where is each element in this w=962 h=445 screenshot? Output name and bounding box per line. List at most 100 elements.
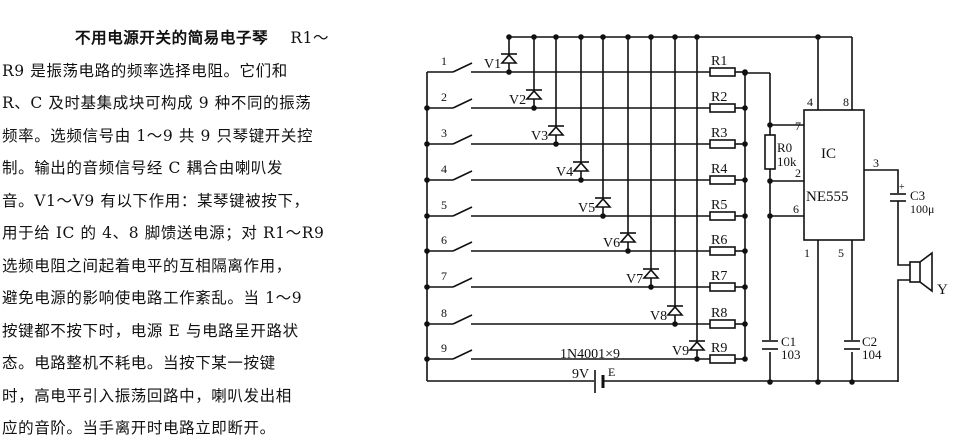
pin-5-label: 5 (838, 246, 844, 260)
r0-label: R0 (777, 140, 792, 155)
resistor-label: R8 (711, 306, 727, 321)
resistor-label: R5 (711, 198, 727, 213)
resistor (709, 103, 736, 113)
diode-note: 1N4001×9 (560, 347, 620, 362)
key-switch[interactable] (452, 62, 473, 73)
pin-7-label: 7 (795, 119, 801, 133)
speaker-label: Y (937, 282, 948, 298)
article-line: R、C 及时基集成块可构成 9 种不同的振荡 (2, 94, 312, 112)
c1-value: 103 (781, 347, 801, 362)
c2-label: C2 (862, 334, 877, 349)
r0-resistor (764, 134, 776, 170)
key-number: 3 (441, 126, 447, 140)
article-line: 按键都不按下时，电源 E 与电路呈开路状 (2, 321, 299, 340)
diode-icon (594, 197, 612, 208)
resistor-label: R2 (711, 90, 727, 105)
diode-icon (572, 161, 590, 172)
resistor (709, 211, 736, 221)
resistor (709, 67, 736, 77)
ic-part: NE555 (806, 189, 849, 205)
diode-icon (547, 125, 565, 136)
key-switch[interactable] (452, 277, 473, 288)
diode-label: V5 (578, 201, 595, 216)
article-line: 选频电阻之间起着电平的互相隔离作用， (2, 256, 292, 275)
ic-label: IC (821, 146, 836, 162)
c1-label: C1 (781, 334, 796, 349)
ne555-ic: IC NE555 4 8 7 2 6 3 1 5 C2 104 (793, 34, 882, 382)
diode-icon (688, 340, 706, 351)
battery-label: E (608, 365, 615, 379)
c3-value: 100μ (910, 202, 934, 216)
key-row: 5 V5 R5 (424, 34, 748, 221)
article-line: 用于给 IC 的 4、8 脚馈送电源；对 R1～R9 (2, 224, 325, 242)
diode-label: V7 (626, 272, 643, 287)
resistor-label: R4 (711, 162, 727, 177)
pin-4-label: 4 (807, 95, 813, 109)
pin-3-label: 3 (873, 156, 879, 170)
key-row: 4 V4 R4 (424, 34, 748, 185)
c3-polarity: + (899, 182, 905, 193)
key-number: 9 (441, 341, 447, 355)
article-line: 态。电路整机不耗电。当按下某一按键 (2, 354, 276, 372)
resistor (709, 282, 736, 292)
r0-network: R0 10k C1 103 (745, 72, 804, 382)
key-switch[interactable] (452, 206, 473, 217)
pin-8-label: 8 (843, 95, 849, 109)
speaker-icon (909, 251, 933, 293)
pin-1-label: 1 (804, 246, 810, 260)
key-number: 6 (441, 233, 447, 247)
key-number: 7 (441, 269, 447, 283)
resistor (709, 175, 736, 185)
diode-label: V2 (509, 93, 526, 108)
article-line: R9 是振荡电路的频率选择电阻。它们和 (2, 61, 288, 80)
article-text-span: R1～ (290, 29, 330, 47)
key-switch[interactable] (452, 349, 473, 360)
key-switch[interactable] (452, 314, 473, 325)
article-line: 避免电源的影响使电路工作紊乱。当 1～9 (2, 289, 303, 307)
resistor-label: R6 (711, 233, 727, 248)
resistor (709, 319, 736, 329)
article-line: 音。V1～V9 有以下作用：某琴键被按下， (2, 191, 310, 210)
diode-icon (500, 53, 518, 64)
key-number: 4 (441, 162, 447, 176)
resistor-label: R3 (711, 126, 727, 141)
article-line: 时，高电平引入振荡回路中，喇叭发出相 (2, 386, 292, 405)
key-number: 2 (441, 90, 447, 104)
key-switch[interactable] (452, 241, 473, 252)
diode-icon (666, 305, 684, 316)
article-title: 不用电源开关的简易电子琴 (75, 28, 269, 47)
article-line-1: 不用电源开关的简易电子琴 R1～ (2, 22, 414, 55)
diode-label: V4 (556, 165, 573, 180)
c3-label: C3 (910, 188, 925, 203)
resistor (709, 139, 736, 149)
output-stage: + C3 100μ Y (864, 169, 948, 382)
pin-6-label: 6 (793, 202, 799, 216)
key-switch[interactable] (452, 98, 473, 109)
key-row: 2 V2 R2 (424, 34, 748, 113)
c2-value: 104 (862, 347, 882, 362)
key-number: 5 (441, 198, 447, 212)
power-bus: 9V E 1N4001×9 (426, 36, 898, 393)
article-line: 制。输出的音频信号经 C 耦合由喇叭发 (2, 159, 284, 177)
resistor-label: R7 (711, 269, 727, 284)
diode-label: V1 (484, 57, 501, 72)
resistor (709, 246, 736, 256)
resistor-label: R9 (711, 341, 727, 356)
key-row: 7 V7 R7 (424, 34, 748, 292)
key-number: 8 (441, 306, 447, 320)
key-row: 1 V1 R1 (427, 34, 748, 77)
key-switch[interactable] (452, 170, 473, 181)
key-number: 1 (441, 54, 447, 68)
resistor-label: R1 (711, 54, 727, 69)
article-line: 频率。选频信号由 1～9 共 9 只琴键开关控 (2, 126, 314, 145)
r0-value: 10k (777, 154, 797, 169)
key-switch[interactable] (452, 134, 473, 145)
diode-icon (642, 268, 660, 279)
diode-icon (525, 89, 543, 100)
